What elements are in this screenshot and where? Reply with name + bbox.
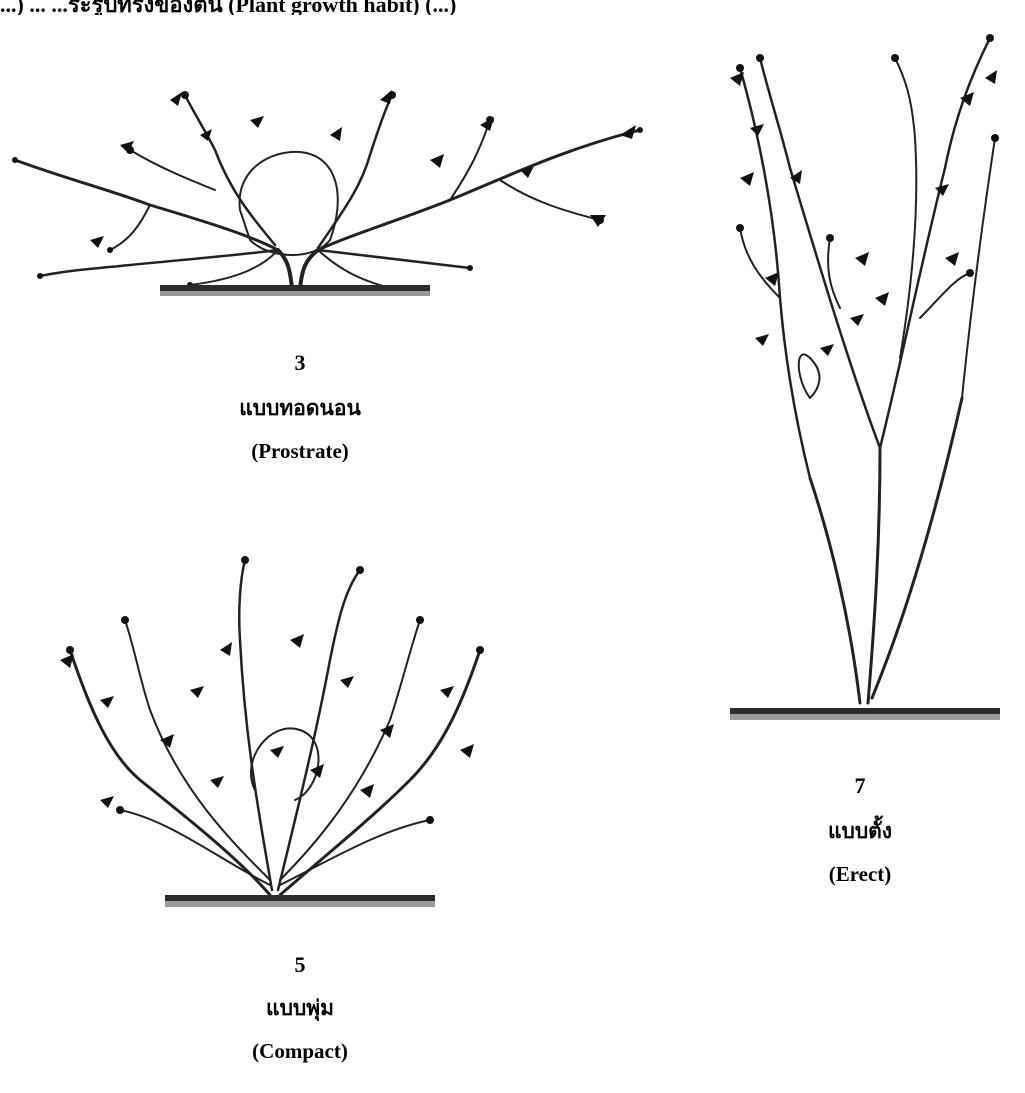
prostrate-ground-line — [160, 285, 430, 291]
compact-caption: 5 แบบพุ่ม (Compact) — [190, 952, 410, 1064]
compact-ground-line — [165, 895, 435, 901]
prostrate-number: 3 — [190, 350, 410, 376]
prostrate-thai-label: แบบทอดนอน — [190, 392, 410, 425]
compact-plant-panel — [40, 540, 510, 945]
compact-thai-label: แบบพุ่ม — [190, 992, 410, 1025]
prostrate-english-label: (Prostrate) — [190, 439, 410, 464]
erect-english-label: (Erect) — [760, 862, 960, 887]
compact-english-label: (Compact) — [190, 1039, 410, 1064]
erect-plant-panel — [700, 18, 1010, 753]
page-header-fragment: ...) ... ...ระรูปทรงของต้น (Plant growth… — [0, 0, 1025, 15]
erect-caption: 7 แบบตั้ง (Erect) — [760, 773, 960, 887]
prostrate-plant-panel — [0, 40, 660, 340]
erect-number: 7 — [760, 773, 960, 799]
erect-plant-illustration — [700, 18, 1010, 753]
erect-thai-label: แบบตั้ง — [760, 815, 960, 848]
compact-plant-illustration — [40, 540, 510, 945]
compact-number: 5 — [190, 952, 410, 978]
prostrate-caption: 3 แบบทอดนอน (Prostrate) — [190, 350, 410, 464]
erect-ground-line — [730, 708, 1000, 714]
prostrate-plant-illustration — [0, 40, 660, 340]
